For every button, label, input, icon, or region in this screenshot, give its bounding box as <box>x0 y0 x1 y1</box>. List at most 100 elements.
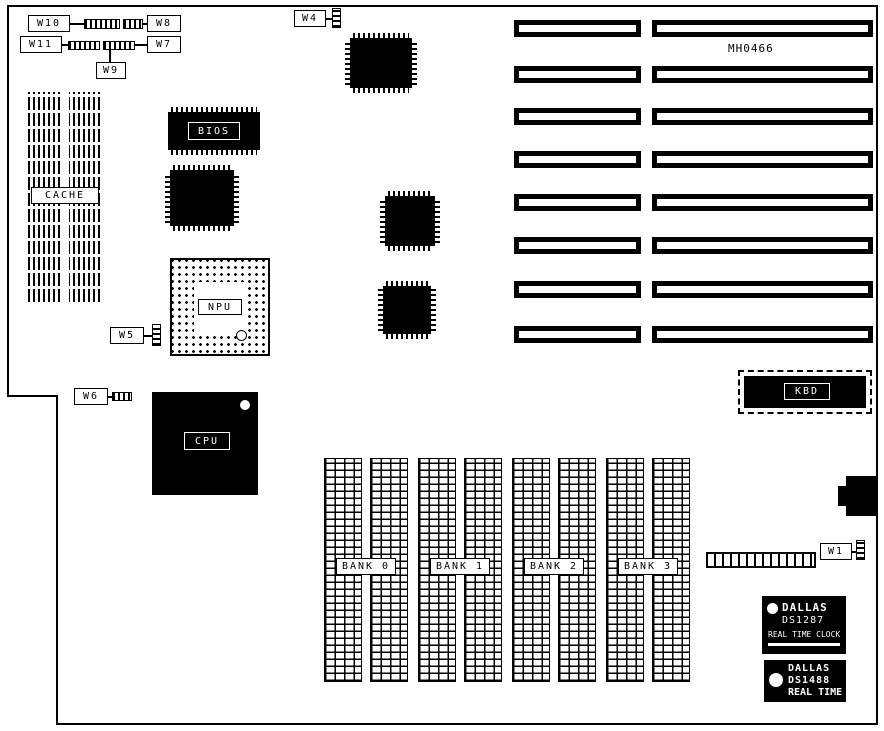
jumper-w11-label: W11 <box>20 36 62 53</box>
isa-slot-5-left <box>514 194 641 211</box>
memory-bank-2: BANK 2 <box>510 458 598 682</box>
isa-slot-7-right <box>652 281 873 298</box>
isa-slot-7-left <box>514 281 641 298</box>
pin-row-icon <box>345 41 350 85</box>
cpu-label: CPU <box>184 432 230 450</box>
pin-row-icon <box>380 199 385 243</box>
pin-row-icon <box>171 107 257 112</box>
jumper-w5-label: W5 <box>110 327 144 344</box>
jumper-w8-pins <box>123 19 143 29</box>
memory-bank-1: BANK 1 <box>416 458 504 682</box>
pin-row-icon <box>165 173 170 223</box>
bios-chip: BIOS <box>168 107 260 155</box>
qfp-chip-top <box>345 33 417 93</box>
jumper-w1-wire <box>852 551 856 553</box>
isa-slot-4-left <box>514 151 641 168</box>
jumper-w7-wire <box>135 44 147 46</box>
jumper-w5-wire <box>144 335 152 337</box>
pin-row-icon <box>353 33 409 38</box>
pin-row-icon <box>171 150 257 155</box>
jumper-w11-pins <box>68 41 100 50</box>
jumper-w6-pins <box>112 392 132 401</box>
isa-slot-1-left <box>514 20 641 37</box>
pin-row-icon <box>386 281 428 286</box>
jumper-w8-label: W8 <box>147 15 181 32</box>
pin-header-strip <box>706 552 816 568</box>
pin-row-icon <box>388 191 432 196</box>
cpu-pin1-dot <box>240 400 250 410</box>
pin-row-icon <box>386 334 428 339</box>
jumper-w7-pins <box>103 41 135 50</box>
isa-slot-5-right <box>652 194 873 211</box>
keyboard-din-connector <box>846 476 877 516</box>
rtc-stripe <box>768 643 840 646</box>
pin1-marker <box>236 330 247 341</box>
jumper-w10-pins <box>84 19 120 29</box>
npu-socket: NPU <box>170 258 270 356</box>
jumper-w9-label: W9 <box>96 62 126 79</box>
jumper-w10-label: W10 <box>28 15 70 32</box>
rtc-brand: DALLAS <box>782 601 828 614</box>
clock-brand: DALLAS <box>788 663 831 674</box>
dallas-logo-icon <box>767 603 778 614</box>
jumper-w7-label: W7 <box>147 36 181 53</box>
bank-0-label: BANK 0 <box>336 558 396 575</box>
isa-slot-3-right <box>652 108 873 125</box>
isa-slot-6-right <box>652 237 873 254</box>
pin-row-icon <box>353 88 409 93</box>
jumper-w10-wire <box>70 23 84 25</box>
clock-chip-ds1488: DALLAS DS1488 REAL TIME <box>764 660 846 702</box>
jumper-w9-wire <box>109 50 111 62</box>
npu-label: NPU <box>198 299 242 315</box>
pin-row-icon <box>173 226 231 231</box>
jumper-w4-wire <box>326 18 332 20</box>
jumper-w11-wire <box>62 44 68 46</box>
cache-label: CACHE <box>31 187 99 204</box>
pin-row-icon <box>435 199 440 243</box>
isa-slot-6-left <box>514 237 641 254</box>
isa-slot-2-right <box>652 66 873 83</box>
pin-row-icon <box>173 165 231 170</box>
jumper-w4-pins <box>332 8 341 28</box>
dallas-logo-icon <box>769 673 783 687</box>
kbd-socket: KBD <box>738 370 872 414</box>
qfp-chip-center-1 <box>380 191 440 251</box>
board-part-number: MH0466 <box>728 42 774 55</box>
memory-bank-3: BANK 3 <box>604 458 692 682</box>
isa-slot-4-right <box>652 151 873 168</box>
npu-socket-inner: NPU <box>194 282 246 332</box>
pin-row-icon <box>412 41 417 85</box>
qfp-chip-center-2 <box>378 281 436 339</box>
kbd-chip: KBD <box>744 376 866 408</box>
isa-slot-3-left <box>514 108 641 125</box>
pin-row-icon <box>234 173 239 223</box>
cpu-chip: CPU <box>152 392 258 495</box>
jumper-w6-label: W6 <box>74 388 108 405</box>
bank-1-label: BANK 1 <box>430 558 490 575</box>
bank-2-label: BANK 2 <box>524 558 584 575</box>
jumper-w5-pins <box>152 324 161 346</box>
pin-row-icon <box>388 246 432 251</box>
bios-label: BIOS <box>188 122 240 140</box>
rtc-chip-ds1287: DALLAS DS1287 REAL TIME CLOCK <box>762 596 846 654</box>
rtc-model: DS1287 <box>782 615 825 626</box>
jumper-w4-label: W4 <box>294 10 326 27</box>
isa-slot-1-right <box>652 20 873 37</box>
jumper-w1-pins <box>856 540 865 560</box>
memory-bank-0: BANK 0 <box>322 458 410 682</box>
clock-model: DS1488 <box>788 675 831 686</box>
isa-slot-8-left <box>514 326 641 343</box>
pin-row-icon <box>431 289 436 331</box>
keyboard-din-connector-tab <box>838 486 846 506</box>
qfp-chip-left <box>165 165 239 231</box>
rtc-subtitle: REAL TIME CLOCK <box>768 630 841 639</box>
isa-slot-8-right <box>652 326 873 343</box>
isa-slot-2-left <box>514 66 641 83</box>
kbd-label: KBD <box>784 383 830 400</box>
pin-row-icon <box>378 289 383 331</box>
jumper-w1-label: W1 <box>820 543 852 560</box>
clock-subtitle: REAL TIME <box>788 687 843 698</box>
jumper-w8-wire <box>143 23 147 25</box>
